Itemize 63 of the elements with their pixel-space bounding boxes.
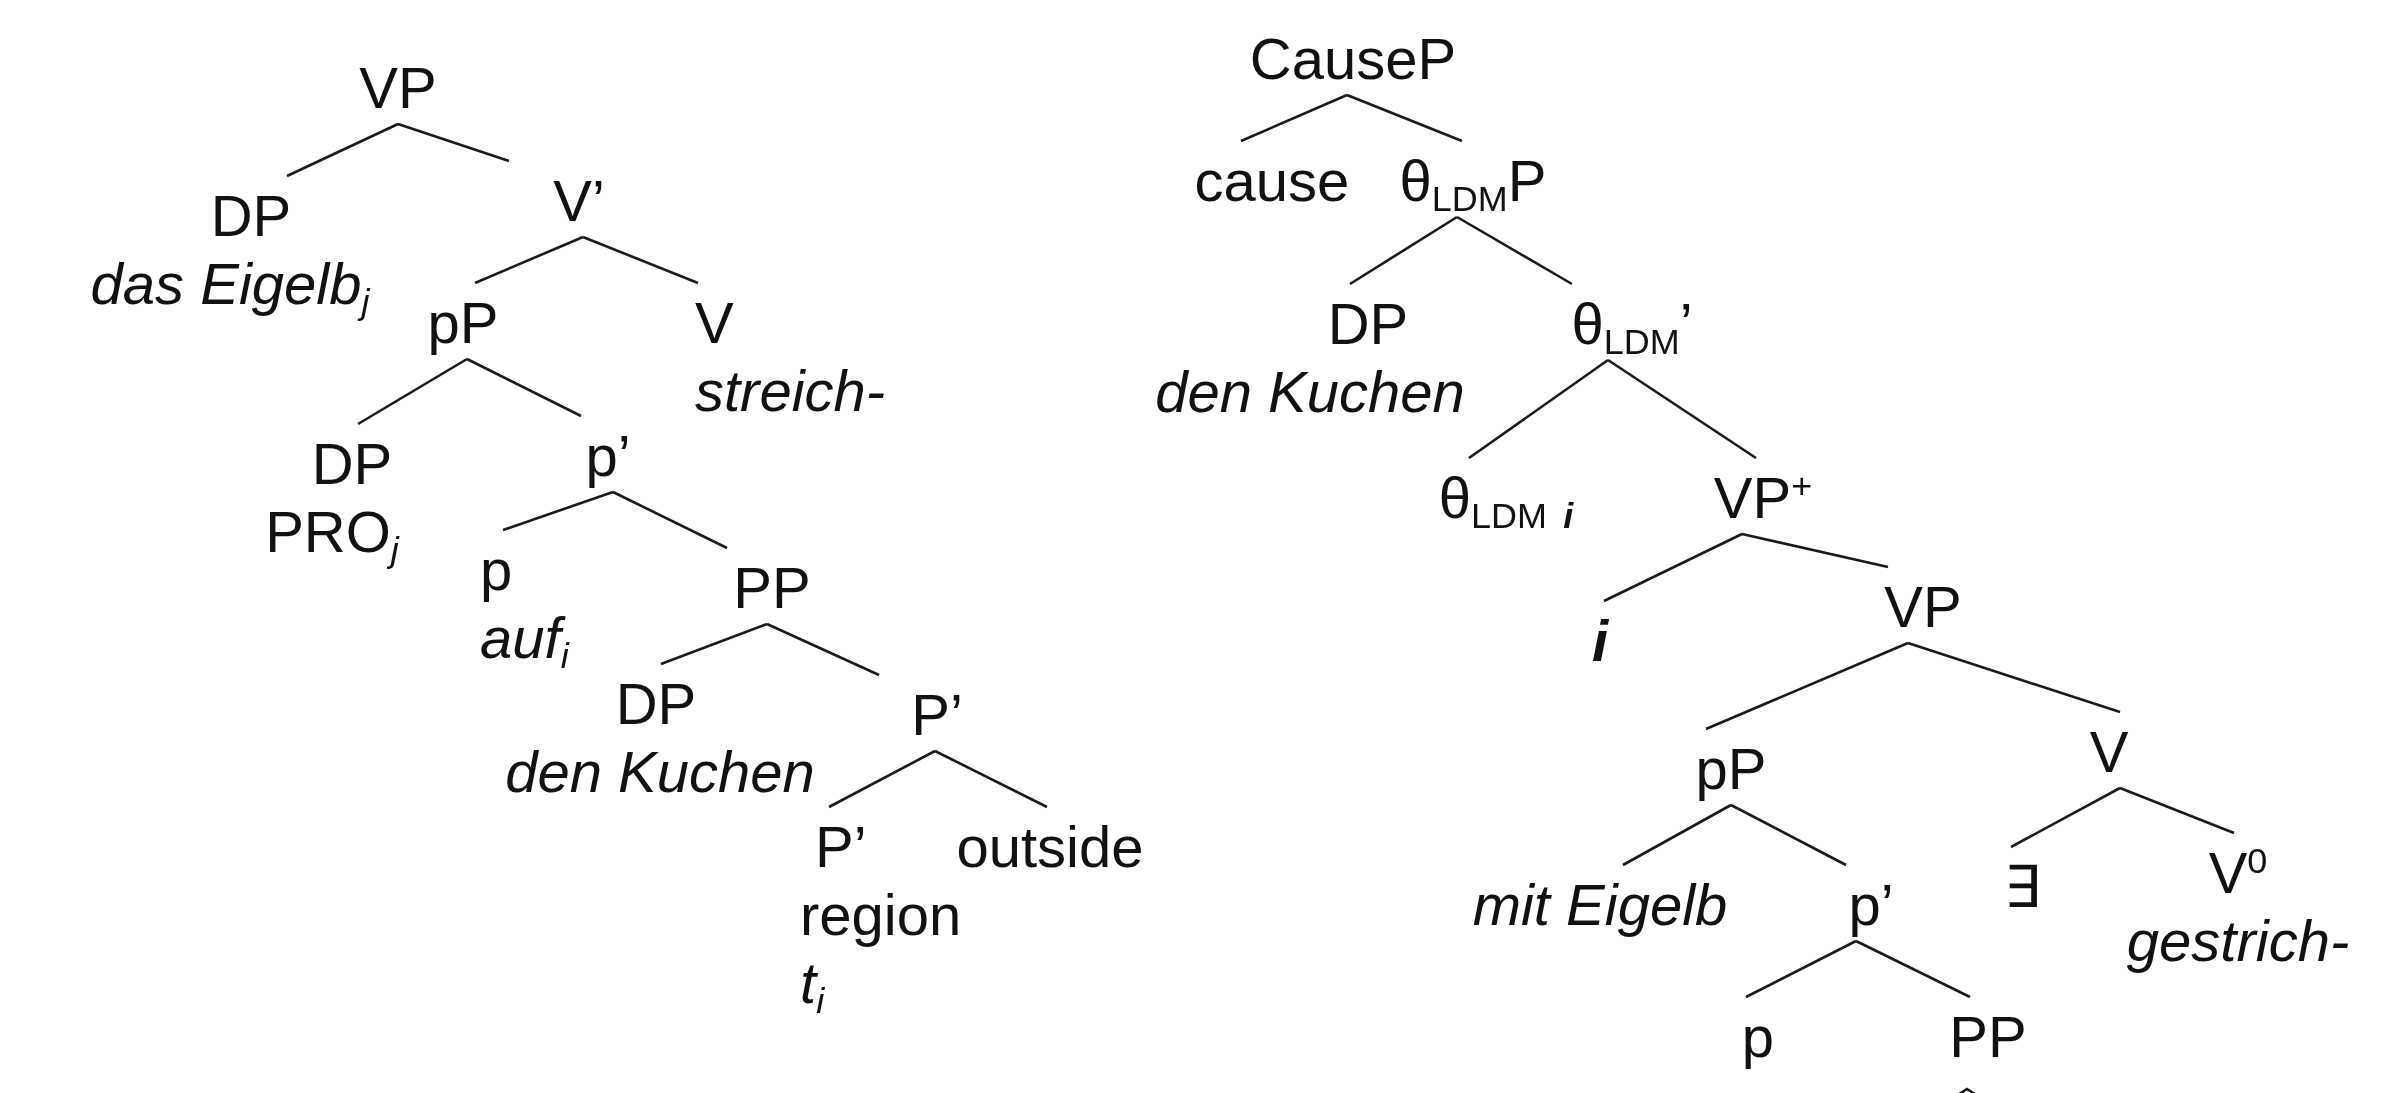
tree-branch-line (612, 490, 728, 550)
tree-branch-line (1240, 93, 1348, 143)
tree-branch-line (502, 490, 614, 532)
node-label: ∃ (2003, 853, 2041, 921)
tree-branch-line (286, 122, 399, 178)
tree-branch-line (357, 357, 468, 426)
tree-branch-line (397, 122, 510, 163)
tree-branch-line (1607, 358, 1757, 460)
tree-branch-line (582, 235, 699, 285)
tree-branch-line (2010, 786, 2121, 849)
tree-branch-line (1855, 939, 1971, 999)
tree-branch-line (1456, 215, 1573, 286)
tree-branch-line (1730, 803, 1847, 867)
node-label: DP (310, 430, 394, 498)
node-label: p’ (1848, 871, 1894, 939)
node-label: i (1591, 607, 1609, 675)
word-label: gestrich- (2126, 907, 2350, 975)
node-label: θ$_{LDM}$P (1399, 147, 1547, 215)
node-label: cause (1194, 147, 1350, 215)
word-label: auf$_{i}$ (480, 604, 569, 672)
node-label: DP (614, 670, 698, 738)
node-label: VP (1884, 573, 1962, 641)
tree-branch-line (1346, 93, 1463, 143)
node-label: DP (209, 182, 293, 250)
word-label: den Kuchen (505, 738, 815, 806)
node-label: VP$^{+}$ (1713, 464, 1813, 532)
tree-branch-line (1907, 641, 2121, 714)
tree-branch-line (660, 622, 768, 666)
tree-branch-line (1745, 939, 1857, 999)
node-label: p (480, 536, 514, 604)
node-label: PP (733, 554, 811, 622)
tree-branch-line (1468, 358, 1609, 460)
tree-branch-line (766, 622, 880, 677)
tree-branch-line (1741, 532, 1889, 569)
node-label: p (1741, 1003, 1775, 1071)
word-label: t$_{i}$ (800, 949, 826, 1017)
tree-branch-line (466, 357, 582, 418)
tree-branch-line (2119, 786, 2235, 835)
node-label: θ$_{LDM}$’ (1571, 290, 1693, 358)
node-label: VP (359, 54, 437, 122)
node-label: p’ (585, 422, 631, 490)
node-label: V (695, 289, 735, 357)
tree-branch-line (1622, 803, 1732, 867)
word-label: region (800, 881, 962, 949)
node-label: V’ (553, 167, 605, 235)
node-label: V$^{0}$ (2207, 839, 2269, 907)
node-label: pP (1695, 735, 1767, 803)
node-label: mit Eigelb (1472, 871, 1728, 939)
word-label: streich- (695, 357, 886, 425)
tree-branch-line (828, 749, 936, 809)
node-label: outside (956, 813, 1144, 881)
node-label: pP (427, 289, 499, 357)
tree-branch-line (1603, 532, 1743, 603)
tree-branch-line (474, 235, 584, 285)
word-label: den Kuchen (1155, 358, 1465, 426)
node-label: PP (1949, 1003, 2027, 1071)
tree-branch-line (934, 749, 1048, 809)
node-label: P’ (911, 681, 963, 749)
tree-branch-line (1705, 641, 1909, 731)
node-label: DP (1326, 290, 1410, 358)
node-label: CauseP (1249, 25, 1457, 93)
tree-branch-line (1349, 215, 1458, 286)
node-label: V (2089, 718, 2129, 786)
